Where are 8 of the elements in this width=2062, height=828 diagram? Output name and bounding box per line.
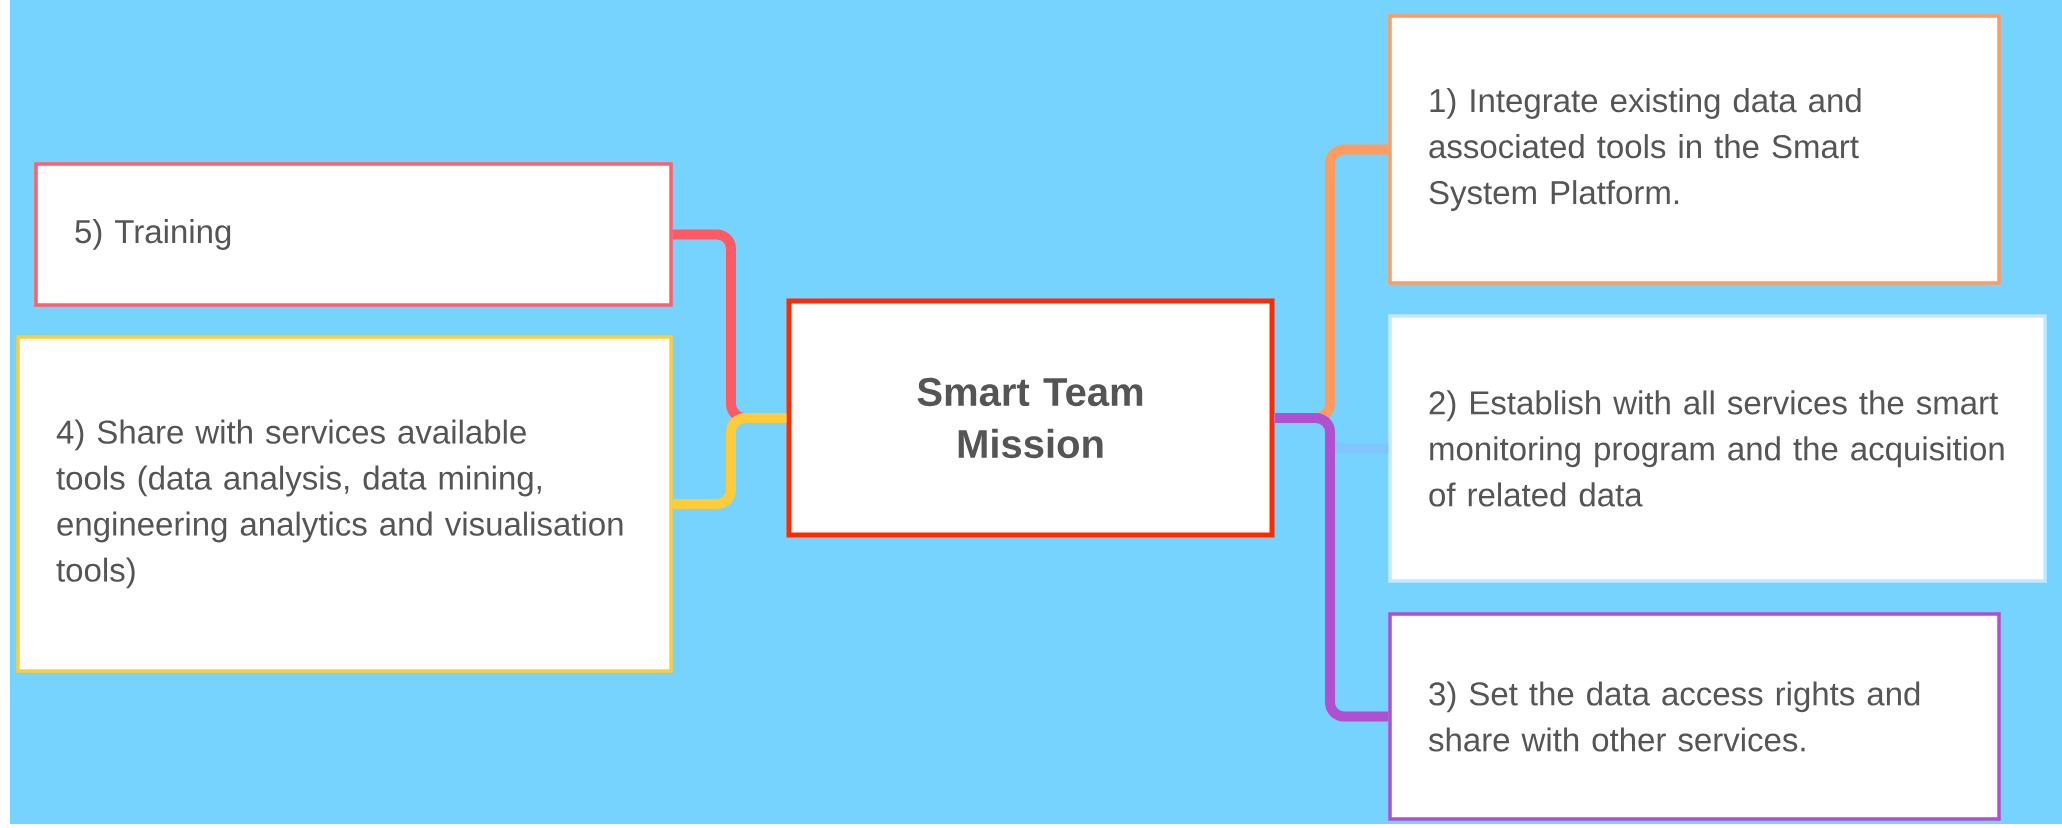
topic-box: Smart Team Mission <box>786 298 1275 538</box>
topic-box: 4) Share with services available tools (data analysis, data mining, engineering analytics and visualisation tools) <box>16 335 673 673</box>
connector-line <box>672 413 787 509</box>
connector-line <box>1274 413 1389 722</box>
topic-box: 1) Integrate existing data and associated tools in the Smart System Platform. <box>1388 14 2001 285</box>
topic-box: 3) Set the data access rights and share with other services. <box>1388 612 2001 821</box>
topic-box: 2) Establish with all services the smart monitoring program and the acquisition of related data <box>1388 314 2047 583</box>
topic-box: 5) Training <box>34 162 673 307</box>
